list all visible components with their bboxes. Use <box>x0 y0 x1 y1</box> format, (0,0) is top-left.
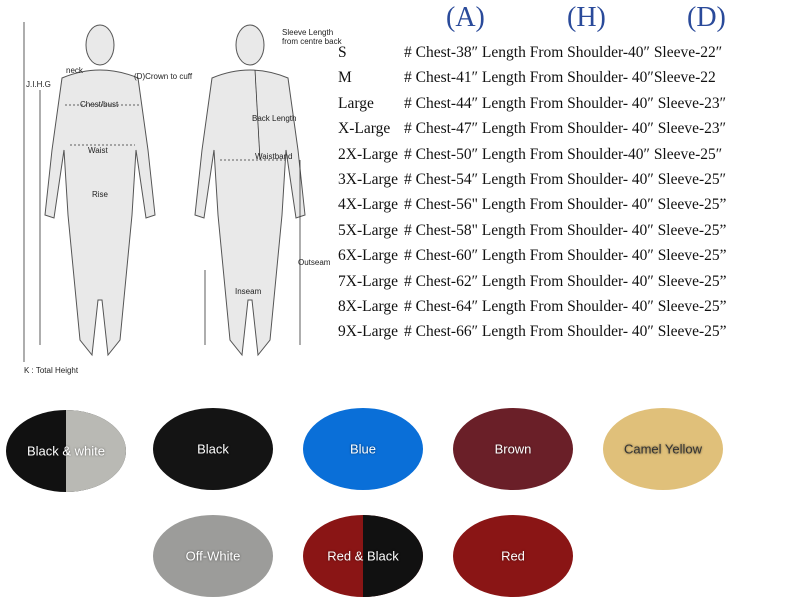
back-length-label: Back Length <box>252 114 297 123</box>
waist-label: Waist <box>88 146 108 155</box>
swatch-off-white[interactable]: Off-White <box>153 515 273 597</box>
size-row: 2X-Large # Chest-50″ Length From Shoulder… <box>338 142 727 167</box>
size-name: 6X-Large <box>338 247 398 265</box>
size-spec: # Chest-41″ Length From Shoulder- 40″Sle… <box>404 69 716 87</box>
outseam-label: Outseam <box>298 258 331 267</box>
swatch-black[interactable]: Black <box>153 408 273 490</box>
rise-label: Rise <box>92 190 109 199</box>
swatch-label: Blue <box>349 441 377 457</box>
measurement-diagram: neck (D)Crown to cuff Chest/bust Waist R… <box>0 0 342 380</box>
size-name: 2X-Large <box>338 145 398 163</box>
size-spec: # Chest-60″ Length From Shoulder- 40″ Sl… <box>404 247 727 265</box>
swatch-label: Red & Black <box>327 548 399 564</box>
swatch-label: Off-White <box>185 548 241 564</box>
size-chart: S # Chest-38″ Length From Shoulder-40″ Sl… <box>338 40 727 345</box>
side-letters-label: J.I.H.G <box>26 80 51 89</box>
swatch-brown[interactable]: Brown <box>453 408 573 490</box>
size-spec: # Chest-50″ Length From Shoulder-40″ Sle… <box>404 145 723 163</box>
size-spec: # Chest-64″ Length From Shoulder- 40″ Sl… <box>404 298 727 316</box>
size-spec: # Chest-66″ Length From Shoulder- 40″ Sl… <box>404 323 727 341</box>
size-row: S # Chest-38″ Length From Shoulder-40″ Sl… <box>338 40 727 65</box>
size-spec: # Chest-58" Length From Shoulder- 40″ Sl… <box>404 221 727 239</box>
swatch-black-white[interactable]: Black & white <box>6 410 126 492</box>
size-name: Large <box>338 94 374 112</box>
size-row: 7X-Large # Chest-62″ Length From Shoulder… <box>338 269 727 294</box>
size-name: M <box>338 69 352 87</box>
sleeve-length-label: Sleeve Length from centre back <box>282 28 342 46</box>
chest-bust-label: Chest/bust <box>80 100 119 109</box>
crown-to-cuff-label: (D)Crown to cuff <box>134 72 193 81</box>
size-row: X-Large # Chest-47″ Length From Shoulder-… <box>338 116 727 141</box>
swatch-blue[interactable]: Blue <box>303 408 423 490</box>
body-figures-illustration <box>23 22 306 362</box>
size-row: Large # Chest-44″ Length From Shoulder- 4… <box>338 91 727 116</box>
size-row: 9X-Large # Chest-66″ Length From Shoulder… <box>338 319 727 344</box>
size-spec: # Chest-56" Length From Shoulder- 40″ Sl… <box>404 196 727 214</box>
inseam-label: Inseam <box>235 287 262 296</box>
size-row: 8X-Large # Chest-64″ Length From Shoulder… <box>338 294 727 319</box>
size-name: X-Large <box>338 120 391 138</box>
swatch-red[interactable]: Red <box>453 515 573 597</box>
size-name: 3X-Large <box>338 171 398 189</box>
size-row: 5X-Large # Chest-58" Length From Shoulder… <box>338 218 727 243</box>
column-header-d: (D) <box>687 2 726 33</box>
size-spec: # Chest-62″ Length From Shoulder- 40″ Sl… <box>404 272 727 290</box>
size-name: S <box>338 44 347 61</box>
total-height-label: K : Total Height <box>24 366 79 375</box>
size-spec: # Chest-54″ Length From Shoulder- 40″ Sl… <box>404 171 727 189</box>
size-row: 6X-Large # Chest-60″ Length From Shoulder… <box>338 243 727 268</box>
swatch-label: Black <box>197 441 229 457</box>
size-spec: # Chest-44″ Length From Shoulder- 40″ Sl… <box>404 94 727 112</box>
size-name: 7X-Large <box>338 272 398 290</box>
size-name: 4X-Large <box>338 196 398 214</box>
swatch-label: Black & white <box>26 443 106 459</box>
swatch-label: Camel Yellow <box>623 441 703 457</box>
waistband-label: Waistband <box>255 152 293 161</box>
column-header-h: (H) <box>567 2 606 33</box>
swatch-red-black[interactable]: Red & Black <box>303 515 423 597</box>
swatch-label: Brown <box>494 441 532 457</box>
size-name: 5X-Large <box>338 221 398 239</box>
swatch-camel-yellow[interactable]: Camel Yellow <box>603 408 723 490</box>
size-spec: # Chest-38″ Length From Shoulder-40″ Sle… <box>404 44 723 61</box>
column-header-a: (A) <box>446 2 485 33</box>
size-row: 3X-Large # Chest-54″ Length From Shoulder… <box>338 167 727 192</box>
size-name: 9X-Large <box>338 323 398 341</box>
swatch-label: Red <box>501 548 525 564</box>
size-row: 4X-Large # Chest-56" Length From Shoulder… <box>338 192 727 217</box>
neck-label: neck <box>66 66 83 75</box>
size-row: M # Chest-41″ Length From Shoulder- 40″Sl… <box>338 65 727 90</box>
size-name: 8X-Large <box>338 298 398 316</box>
size-spec: # Chest-47″ Length From Shoulder- 40″ Sl… <box>404 120 727 138</box>
